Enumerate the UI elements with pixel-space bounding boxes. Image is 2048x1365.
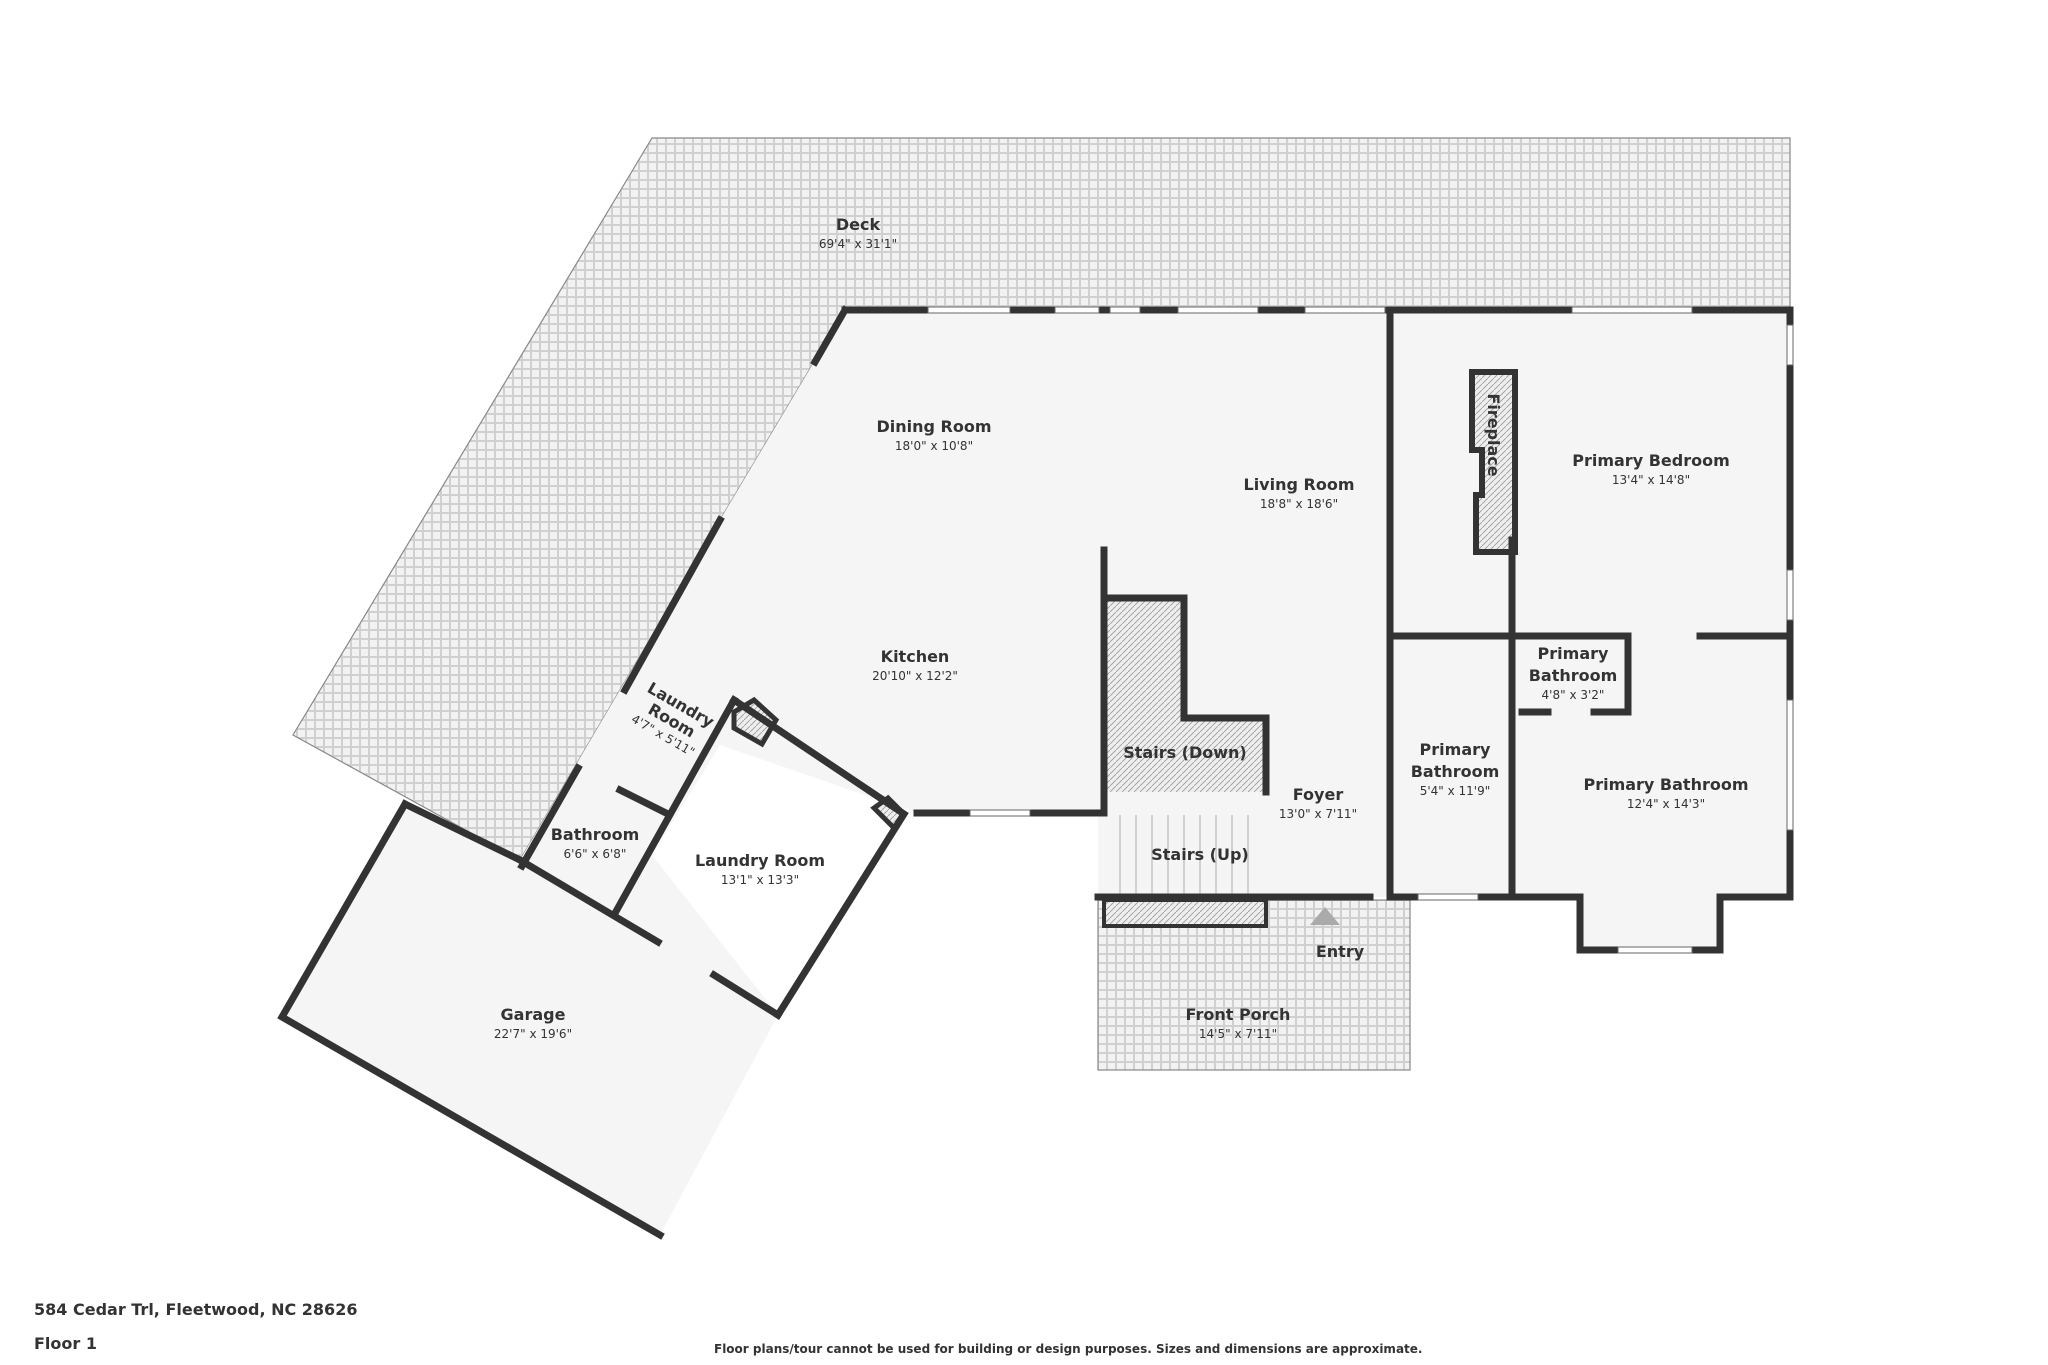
laundry-label: Laundry Room [695,851,825,870]
stairs-up [1104,815,1266,895]
primary-bedroom-label: Primary Bedroom [1572,451,1730,470]
primary-bath-large-label: Primary Bathroom [1583,775,1748,794]
primary-bath-mid-dims: 5'4" x 11'9" [1420,784,1491,798]
dining-label: Dining Room [876,417,991,436]
bathroom-dims: 6'6" x 6'8" [564,847,627,861]
stairs-up-label: Stairs (Up) [1151,845,1249,864]
laundry-dims: 13'1" x 13'3" [721,873,799,887]
deck-dims: 69'4" x 31'1" [819,237,897,251]
stairs-landing [1102,898,1268,928]
disclaimer-text: Floor plans/tour cannot be used for buil… [714,1342,1423,1356]
garage-label: Garage [501,1005,566,1024]
primary-bath-large-dims: 12'4" x 14'3" [1627,797,1705,811]
stairs-up-treads [1119,815,1249,895]
entry-arrow-icon [1310,907,1340,925]
house-floor [282,310,1790,1235]
primary-bath-small-dims: 4'8" x 3'2" [1542,688,1605,702]
dining-dims: 18'0" x 10'8" [895,439,973,453]
front-porch-dims: 14'5" x 7'11" [1199,1027,1277,1041]
floor-label: Floor 1 [34,1334,97,1353]
garage-dims: 22'7" x 19'6" [494,1027,572,1041]
bathroom-label: Bathroom [551,825,640,844]
stairs-down [1104,598,1266,792]
windows [927,306,1794,954]
entry-label: Entry [1316,942,1365,961]
stairs-down-label: Stairs (Down) [1123,743,1247,762]
kitchen-dims: 20'10" x 12'2" [872,669,958,683]
primary-bath-small-label-1: Primary [1538,644,1609,663]
primary-bedroom-dims: 13'4" x 14'8" [1612,473,1690,487]
foyer-dims: 13'0" x 7'11" [1279,807,1357,821]
fireplace-label: Fireplace [1484,393,1503,476]
deck-label: Deck [836,215,881,234]
primary-bath-small-label-2: Bathroom [1529,666,1618,685]
living-dims: 18'8" x 18'6" [1260,497,1338,511]
primary-bath-mid-label-1: Primary [1420,740,1491,759]
foyer-label: Foyer [1293,785,1344,804]
front-porch-label: Front Porch [1186,1005,1291,1024]
fireplace [1469,369,1518,555]
address-text: 584 Cedar Trl, Fleetwood, NC 28626 [34,1300,358,1319]
kitchen-label: Kitchen [881,647,950,666]
living-label: Living Room [1244,475,1355,494]
primary-bath-mid-label-2: Bathroom [1411,762,1500,781]
